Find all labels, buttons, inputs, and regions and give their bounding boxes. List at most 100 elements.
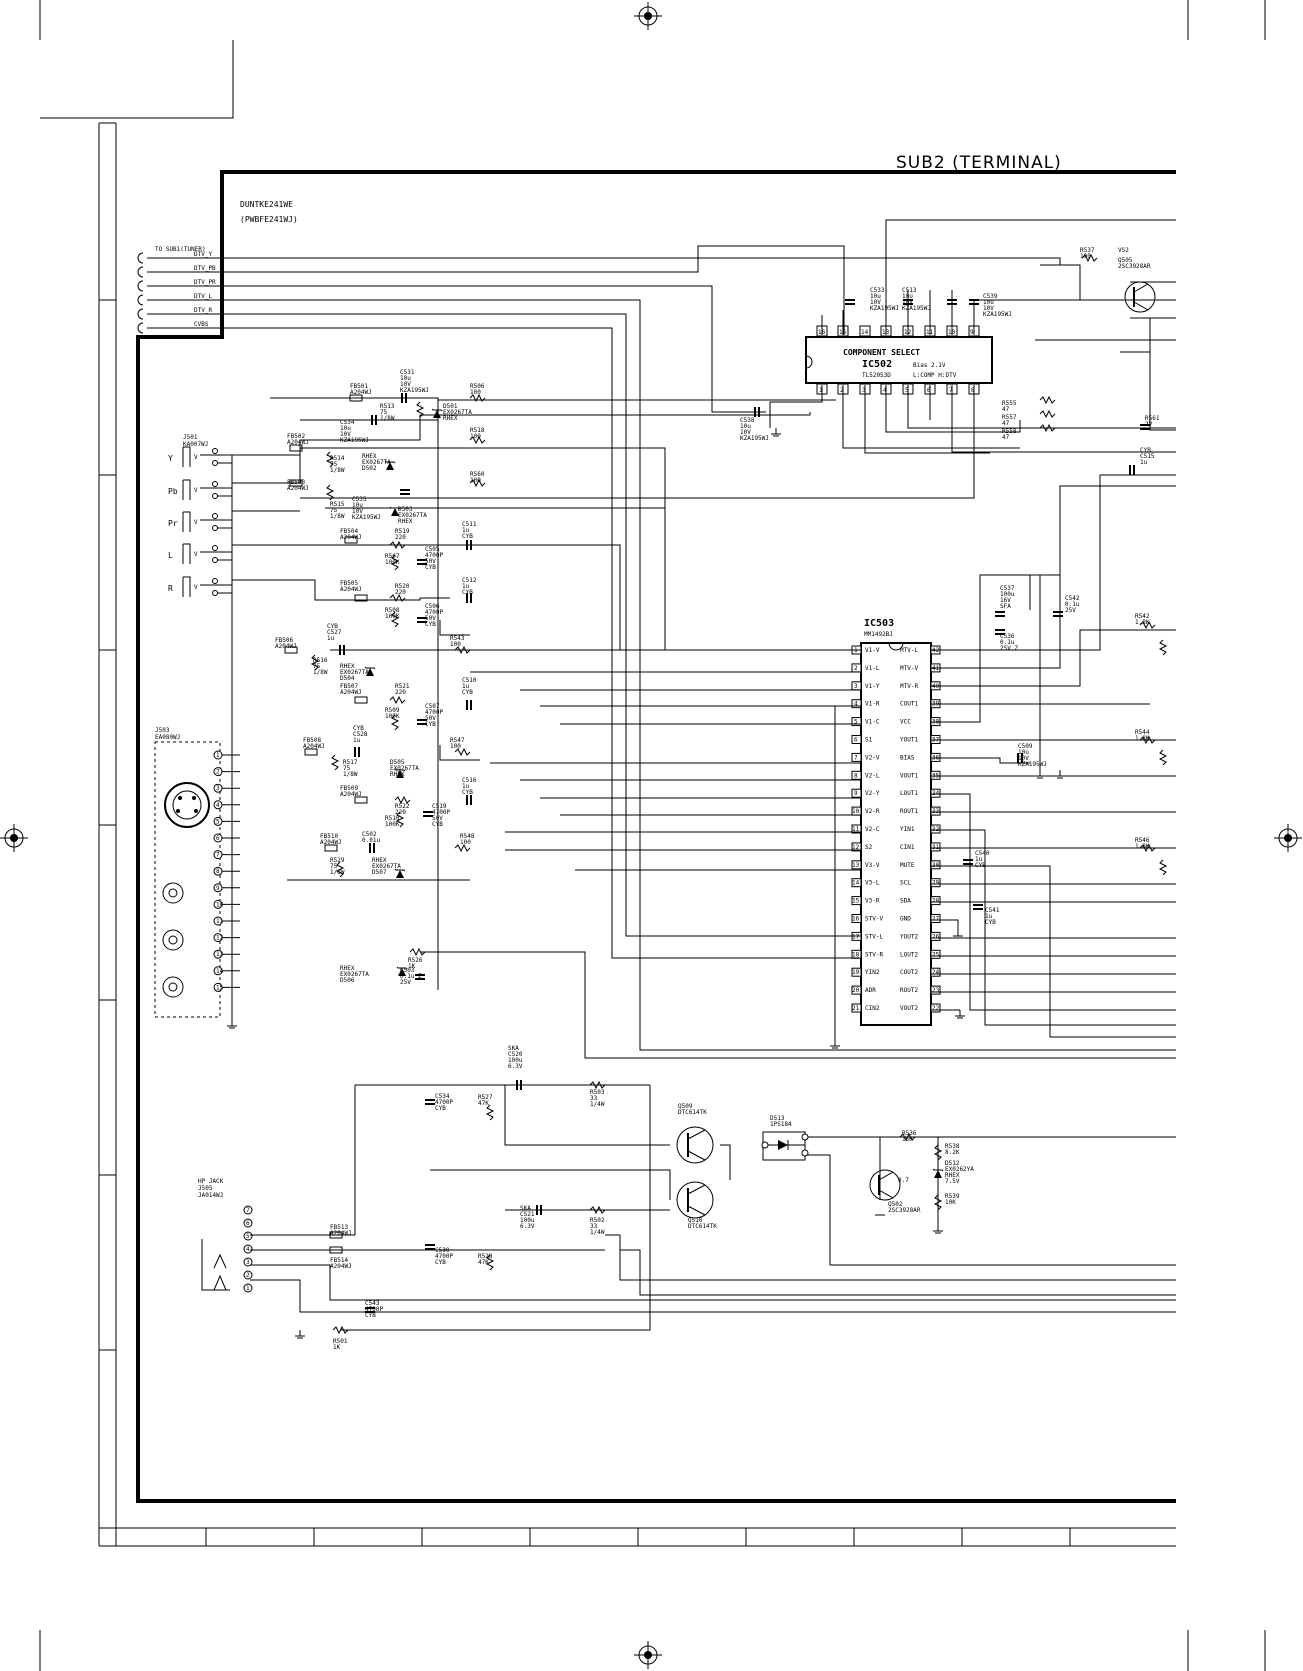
- label-c533: C533: [870, 287, 885, 294]
- label-r509: R509: [385, 707, 400, 714]
- ic502-pin-number: 8: [971, 387, 975, 394]
- label-q509: DTC614TK: [678, 1109, 707, 1116]
- label-c528: 1u: [353, 737, 361, 744]
- label-c513: 10V: [902, 299, 913, 306]
- transistor-q502: [869, 1169, 901, 1201]
- label-v07: 0.7: [898, 1177, 909, 1184]
- label-fb509: FB509: [340, 785, 358, 792]
- ic503-pin-signal: V2-L: [865, 772, 880, 779]
- label-d507: D507: [372, 869, 387, 876]
- rca-jack-icon-1: [162, 882, 184, 904]
- label-d513: 1PS184: [770, 1121, 792, 1128]
- label-c510: CYB: [462, 689, 473, 696]
- ic503-pin: [930, 806, 941, 816]
- j503-pin-number: 11: [216, 918, 224, 925]
- resistor-icon: [485, 1254, 495, 1271]
- ic503-pin-number: 24: [932, 969, 940, 976]
- ferrite-bead-icon: [289, 479, 303, 487]
- label-r529: 1/8W: [330, 869, 345, 876]
- label-r502: 33: [590, 1223, 598, 1230]
- label-c509: 10V: [1018, 755, 1029, 762]
- label-c502: 0.01u: [362, 837, 380, 844]
- label-c519: 4700P: [432, 809, 450, 816]
- label-c505: CYB: [425, 564, 436, 571]
- jack-v-label: V: [194, 584, 198, 591]
- label-r527: 47K: [478, 1100, 489, 1107]
- label-c512: CYB: [462, 589, 473, 596]
- label-d512: RHEX: [945, 1172, 960, 1179]
- ic503-pin-signal: YIN1: [900, 826, 915, 833]
- label-vs2: VS2: [1118, 247, 1129, 254]
- label-r544: R544: [1135, 729, 1150, 736]
- ic503-pin-number: 20: [852, 987, 860, 994]
- ic503-pin: [930, 985, 941, 995]
- ic503-pin: [851, 967, 862, 977]
- label-c531: 10V: [400, 381, 411, 388]
- ferrite-bead-icon: [329, 1246, 343, 1254]
- label-r526: 1K: [408, 963, 416, 970]
- ic503-pin-number: 23: [932, 987, 940, 994]
- label-r517: R517: [343, 759, 358, 766]
- label-c515: C515: [1140, 453, 1155, 460]
- ic503-pin-signal: YOUT2: [900, 933, 918, 940]
- label-r542: R542: [1135, 613, 1150, 620]
- j505-pin: [243, 1218, 253, 1228]
- label-r515: 75: [330, 507, 338, 514]
- label-c538: 10u: [740, 423, 751, 430]
- label-r502: R502: [590, 1217, 605, 1224]
- label-c539: 10u: [983, 299, 994, 306]
- j503-pin-number: 13: [216, 951, 224, 958]
- resistor-icon: [933, 1194, 943, 1211]
- zener-diode-icon: [386, 462, 394, 470]
- ic503-pin: [930, 931, 941, 941]
- label-r546: R546: [1135, 837, 1150, 844]
- ic503-pin-number: 5: [854, 719, 858, 726]
- label-r517: 75: [343, 765, 351, 772]
- label-c535: KZA195WJ: [352, 514, 381, 521]
- label-c503: 25V: [400, 979, 411, 986]
- ic503-pin-signal: LOUT2: [900, 951, 918, 958]
- label-c540: CYB: [975, 862, 986, 869]
- ic503-pin: [851, 788, 862, 798]
- label-c511: 1u: [462, 527, 470, 534]
- ground-icon: [830, 1040, 840, 1049]
- ic503-pin-signal: V2-R: [865, 808, 880, 815]
- label-r561: R561: [1145, 415, 1160, 422]
- label-r543: 100: [450, 641, 461, 648]
- ic503-pin-signal: VCC: [900, 719, 911, 726]
- label-r502: 1/4W: [590, 1229, 605, 1236]
- label-r513: R513: [380, 403, 395, 410]
- connector-pin-icon: [137, 280, 144, 292]
- label-d505: RHEX: [390, 771, 405, 778]
- label-fb503: A204WJ: [287, 485, 309, 492]
- label-c539: KZA195WJ: [983, 311, 1012, 318]
- j503-pin-number: 8: [216, 868, 220, 875]
- label-d506: D506: [340, 977, 355, 984]
- pwb-outline: [136, 170, 1176, 1503]
- label-d504: D504: [340, 675, 355, 682]
- label-d501: RHEX: [443, 415, 458, 422]
- ic503-part: MM1492BJ: [864, 631, 893, 638]
- label-c507: 4700P: [425, 709, 443, 716]
- ic503-pin-signal: COUT2: [900, 969, 918, 976]
- label-c516: CYB: [462, 789, 473, 796]
- passive-components: [284, 253, 1168, 1335]
- ic502-pin-number: 7: [949, 387, 953, 394]
- resistor-icon: [1039, 409, 1056, 419]
- label-c503: C503: [400, 967, 415, 974]
- j505-pin: [243, 1257, 253, 1267]
- resistor-icon: [1158, 639, 1168, 656]
- zener-diode-icon: [398, 968, 406, 976]
- ic502-component-select: COMPONENT SELECT IC502 TL52053D Bias 2.1…: [805, 325, 993, 395]
- zener-diode-icon: [396, 770, 404, 778]
- label-r537: 100: [1080, 253, 1091, 260]
- label-d506: EX0267TA: [340, 971, 369, 978]
- resistor-icon: [469, 435, 486, 445]
- ic503-pin-signal: YIN2: [865, 969, 880, 976]
- j505-part: JA014WJ: [198, 1192, 223, 1199]
- j503-pin-number: 14: [216, 968, 224, 975]
- ic503-ref: IC503: [864, 618, 894, 629]
- ferrite-bead-icon: [329, 1231, 343, 1239]
- j505-line1: HP JACK: [198, 1178, 224, 1185]
